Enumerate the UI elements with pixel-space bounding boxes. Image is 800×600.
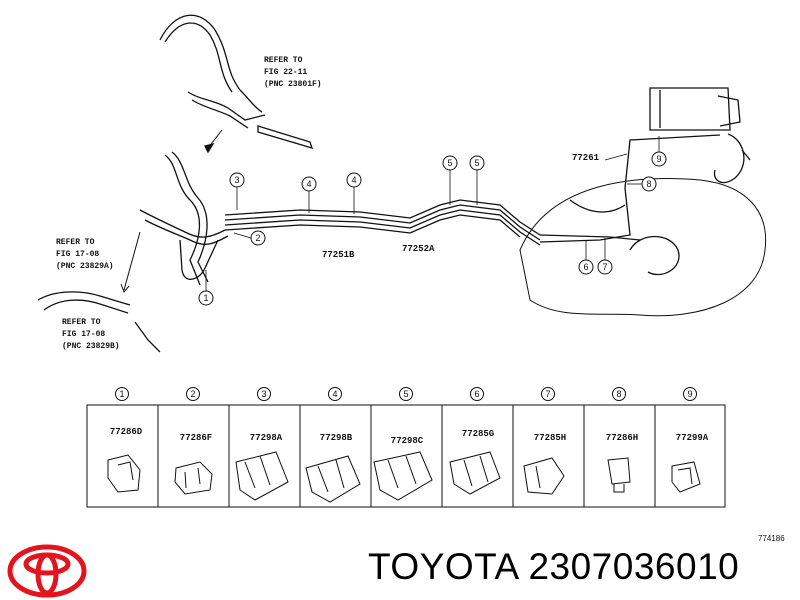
table-part-77285H: 77285H <box>534 433 566 443</box>
table-part-77285G: 77285G <box>462 429 494 439</box>
table-index-6: 6 <box>474 389 479 399</box>
reference-1-line3: (PNC 23801F) <box>264 80 322 89</box>
reference-1-line1: REFER TO <box>264 56 303 65</box>
reference-2-line3: (PNC 23829A) <box>56 262 114 271</box>
toyota-logo <box>7 544 87 598</box>
callout-8: 8 <box>646 179 651 189</box>
leader-lines <box>205 136 660 291</box>
table-part-77286F: 77286F <box>180 433 212 443</box>
table-index-circles <box>115 387 697 401</box>
callout-1: 1 <box>203 293 208 303</box>
brand-title: TOYOTA 2307036010 <box>368 546 740 587</box>
figure-id: 774186 <box>758 534 785 543</box>
callout-2: 2 <box>255 233 260 243</box>
reference-2-line1: REFER TO <box>56 238 95 247</box>
diagram-lines <box>37 14 767 353</box>
table-index-7: 7 <box>545 389 550 399</box>
part-label-77252A: 77252A <box>402 244 435 254</box>
clip-sketches <box>107 451 701 503</box>
table-index-5: 5 <box>403 389 408 399</box>
callout-5a: 5 <box>447 158 452 168</box>
table-part-77299A: 77299A <box>676 433 709 443</box>
callout-4b: 4 <box>351 175 356 185</box>
callouts <box>198 151 667 306</box>
reference-1-line2: FIG 22-11 <box>264 68 307 77</box>
parts-table-grid <box>86 404 726 508</box>
part-label-77251B: 77251B <box>322 250 355 260</box>
table-index-8: 8 <box>616 389 621 399</box>
callout-9: 9 <box>656 154 661 164</box>
callout-6: 6 <box>583 262 588 272</box>
table-index-3: 3 <box>261 389 266 399</box>
reference-2-line2: FIG 17-08 <box>56 250 99 259</box>
reference-3-line2: FIG 17-08 <box>62 330 105 339</box>
table-part-77298B: 77298B <box>320 433 353 443</box>
table-index-4: 4 <box>332 389 337 399</box>
table-index-1: 1 <box>119 389 124 399</box>
table-part-77286D: 77286D <box>110 427 143 437</box>
callout-5b: 5 <box>474 158 479 168</box>
table-index-2: 2 <box>190 389 195 399</box>
table-part-77286H: 77286H <box>606 433 638 443</box>
table-index-9: 9 <box>687 389 692 399</box>
reference-3-line1: REFER TO <box>62 318 101 327</box>
callout-3: 3 <box>234 175 239 185</box>
callout-7: 7 <box>602 262 607 272</box>
callout-4a: 4 <box>306 179 311 189</box>
reference-3-line3: (PNC 23829B) <box>62 342 120 351</box>
part-label-77261: 77261 <box>572 153 600 163</box>
table-part-77298A: 77298A <box>250 433 283 443</box>
table-part-77298C: 77298C <box>391 436 424 446</box>
